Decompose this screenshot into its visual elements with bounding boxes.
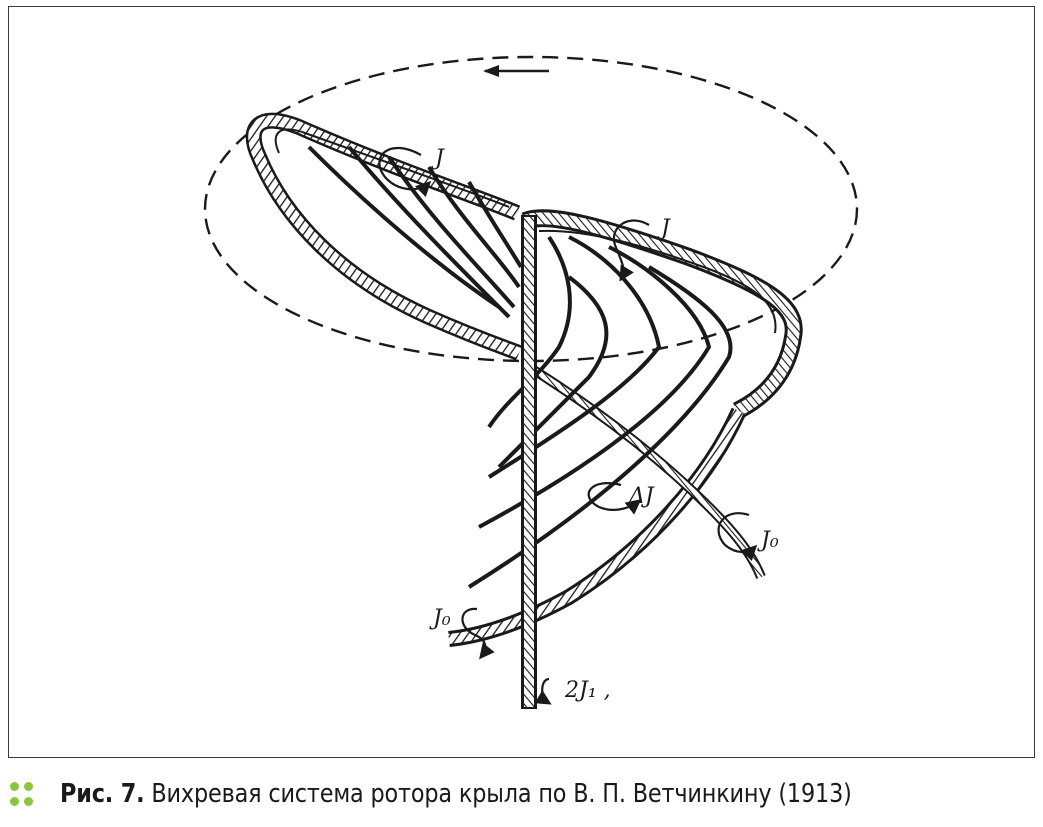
label-j-top-right: J — [657, 216, 671, 241]
right-blade — [521, 209, 803, 420]
label-j0-left: J₀ — [429, 606, 451, 631]
label-delta-j: ΔJ — [628, 484, 655, 509]
bullet-dot — [10, 782, 19, 791]
vortex-filaments — [307, 145, 733, 589]
bullet-dot — [10, 796, 19, 806]
lower-vortex-sheet — [448, 362, 766, 647]
four-dot-bullet-icon — [10, 782, 34, 806]
label-j0-right: J₀ — [757, 528, 779, 553]
label-j-top-left: J — [431, 146, 445, 171]
figure-frame: J J ΔJ J₀ J₀ 2J₁ , — [8, 6, 1035, 758]
bullet-dot — [24, 782, 33, 791]
rotation-arrow-icon — [483, 65, 549, 77]
caption-text: Рис. 7. Вихревая система ротора крыла по… — [60, 779, 852, 809]
rotor-shaft — [521, 215, 537, 709]
caption-body: Вихревая система ротора крыла по В. П. В… — [144, 779, 852, 809]
circulation-arrows — [378, 146, 758, 705]
bullet-dot — [24, 796, 33, 806]
figure-caption: Рис. 7. Вихревая система ротора крыла по… — [8, 772, 1038, 816]
vortex-diagram: J J ΔJ J₀ J₀ 2J₁ , — [203, 55, 859, 709]
caption-label: Рис. 7. — [60, 779, 145, 809]
label-2j1: 2J₁ , — [564, 678, 611, 703]
